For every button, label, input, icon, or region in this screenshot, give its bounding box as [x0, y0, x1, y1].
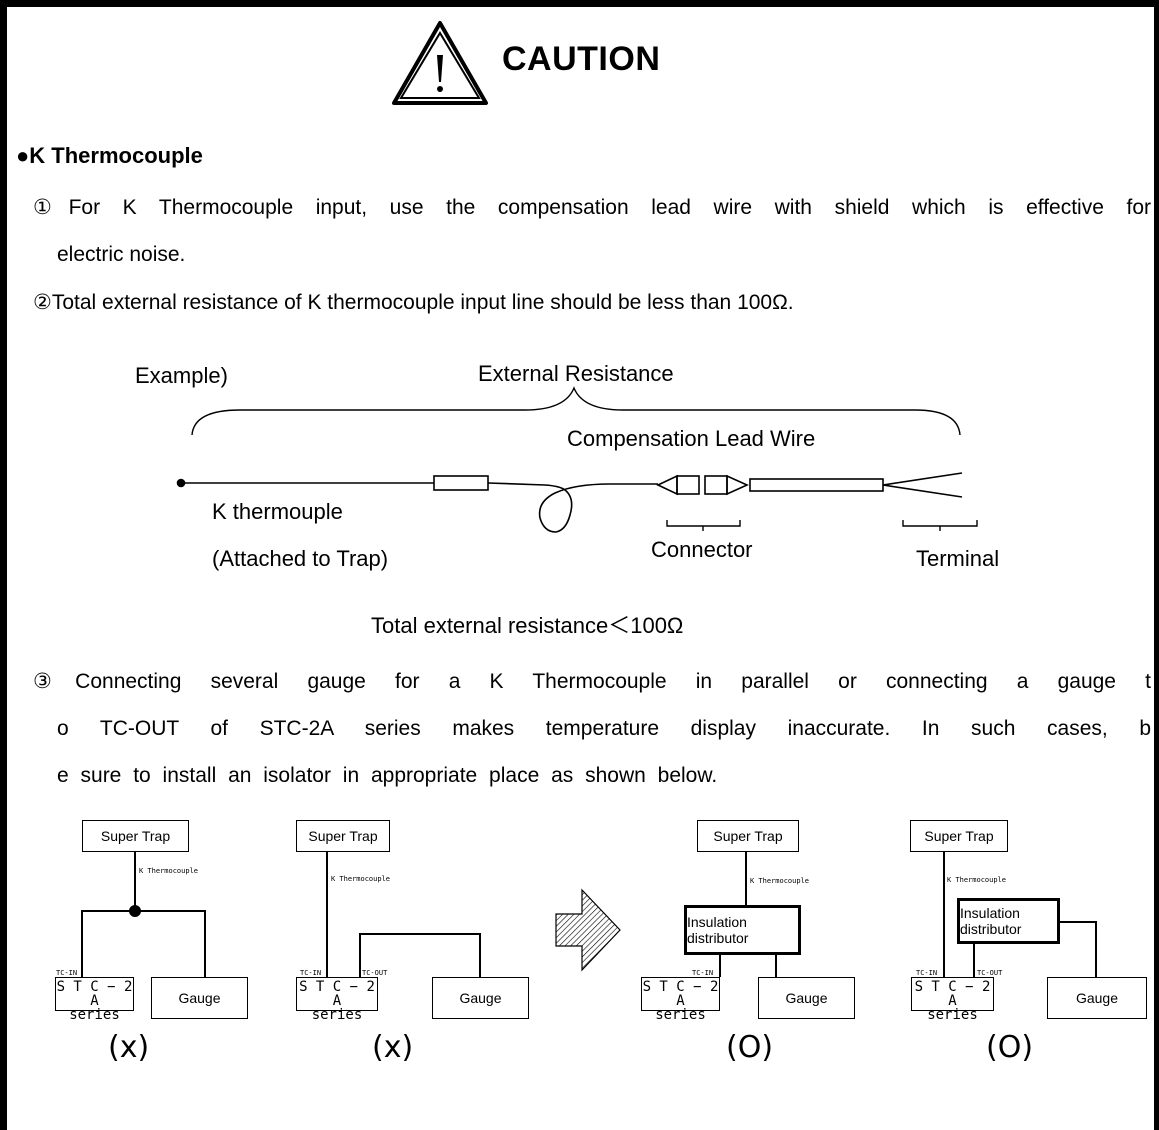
total-resistance-label: Total external resistance＜100Ω [371, 613, 684, 638]
tc-in-label: TC-IN [300, 969, 322, 977]
gauge-box: Gauge [1047, 977, 1147, 1019]
tc-out-label: TC-OUT [977, 969, 1003, 977]
super-trap-box: Super Trap [82, 820, 189, 852]
gauge-box: Gauge [151, 977, 248, 1019]
caution-title: CAUTION [502, 40, 661, 78]
diagram-3-lines [719, 851, 777, 977]
tc-in-label: TC-IN [916, 969, 938, 977]
example-label: Example) [135, 363, 228, 388]
stc-2a-line2: series [927, 1007, 978, 1023]
stc-2a-line2: series [311, 1007, 363, 1023]
item-3-line-3: e sure to install an isolator in appropr… [57, 764, 718, 787]
gauge-box: Gauge [432, 977, 529, 1019]
attached-label: (Attached to Trap) [212, 546, 389, 571]
terminal-label: Terminal [916, 546, 1000, 571]
item-2: ②Total external resistance of K thermoco… [33, 291, 794, 314]
stc-2a-line2: series [69, 1007, 120, 1023]
k-thermocouple-label: K thermouple [212, 499, 343, 524]
item-1-line-2: electric noise. [57, 243, 186, 266]
stc-2a-line1: S T C − 2 A [56, 979, 133, 1009]
verdict-label: (x) [108, 1030, 150, 1065]
insulation-distributor-box: Insulation distributor [957, 898, 1060, 944]
k-thermocouple-label: K Thermocouple [139, 867, 199, 875]
external-resistance-label: External Resistance [478, 361, 674, 386]
section-heading: ●K Thermocouple [16, 143, 203, 168]
gauge-box: Gauge [758, 977, 855, 1019]
tc-in-label: TC-IN [56, 969, 78, 977]
warning-triangle-icon [392, 21, 488, 105]
diagram-1-lines [81, 851, 206, 977]
insulation-distributor-box: Insulation distributor [684, 905, 801, 955]
verdict-label: (x) [372, 1030, 414, 1065]
verdict-label: (O) [986, 1030, 1034, 1065]
k-thermocouple-label: K Thermocouple [947, 876, 1007, 884]
stc-2a-box: S T C − 2 A series [55, 977, 134, 1022]
k-thermocouple-label: K Thermocouple [331, 875, 391, 883]
super-trap-box: Super Trap [697, 820, 799, 852]
stc-2a-box: S T C − 2 A series [911, 977, 994, 1022]
tc-in-label: TC-IN [692, 969, 714, 977]
super-trap-box: Super Trap [296, 820, 390, 852]
diagram-2-lines [326, 851, 481, 977]
verdict-label: (O) [726, 1030, 774, 1065]
stc-2a-line2: series [655, 1007, 706, 1023]
terminal-brace [902, 520, 978, 531]
connector-label: Connector [651, 537, 753, 562]
super-trap-box: Super Trap [910, 820, 1008, 852]
compensation-lead-wire-label: Compensation Lead Wire [567, 426, 816, 451]
stc-2a-line1: S T C − 2 A [299, 979, 375, 1009]
external-resistance-brace [191, 386, 961, 436]
item-1-line-1: ①For K Thermocouple input, use the compe… [33, 196, 1151, 219]
item-3-line-2: o TC-OUT of STC-2A series makes temperat… [57, 717, 1151, 740]
stc-2a-box: S T C − 2 A series [641, 977, 720, 1022]
k-thermocouple-label: K Thermocouple [750, 877, 810, 885]
diagram-4-lines [943, 851, 1097, 977]
connector-brace [666, 520, 741, 531]
stc-2a-line1: S T C − 2 A [642, 979, 719, 1009]
tc-out-label: TC-OUT [362, 969, 388, 977]
arrow-icon [555, 888, 621, 972]
wiring-line [176, 472, 963, 533]
stc-2a-line1: S T C − 2 A [914, 979, 991, 1009]
stc-2a-box: S T C − 2 A series [296, 977, 378, 1022]
item-3-line-1: ③Connecting several gauge for a K Thermo… [33, 670, 1151, 693]
